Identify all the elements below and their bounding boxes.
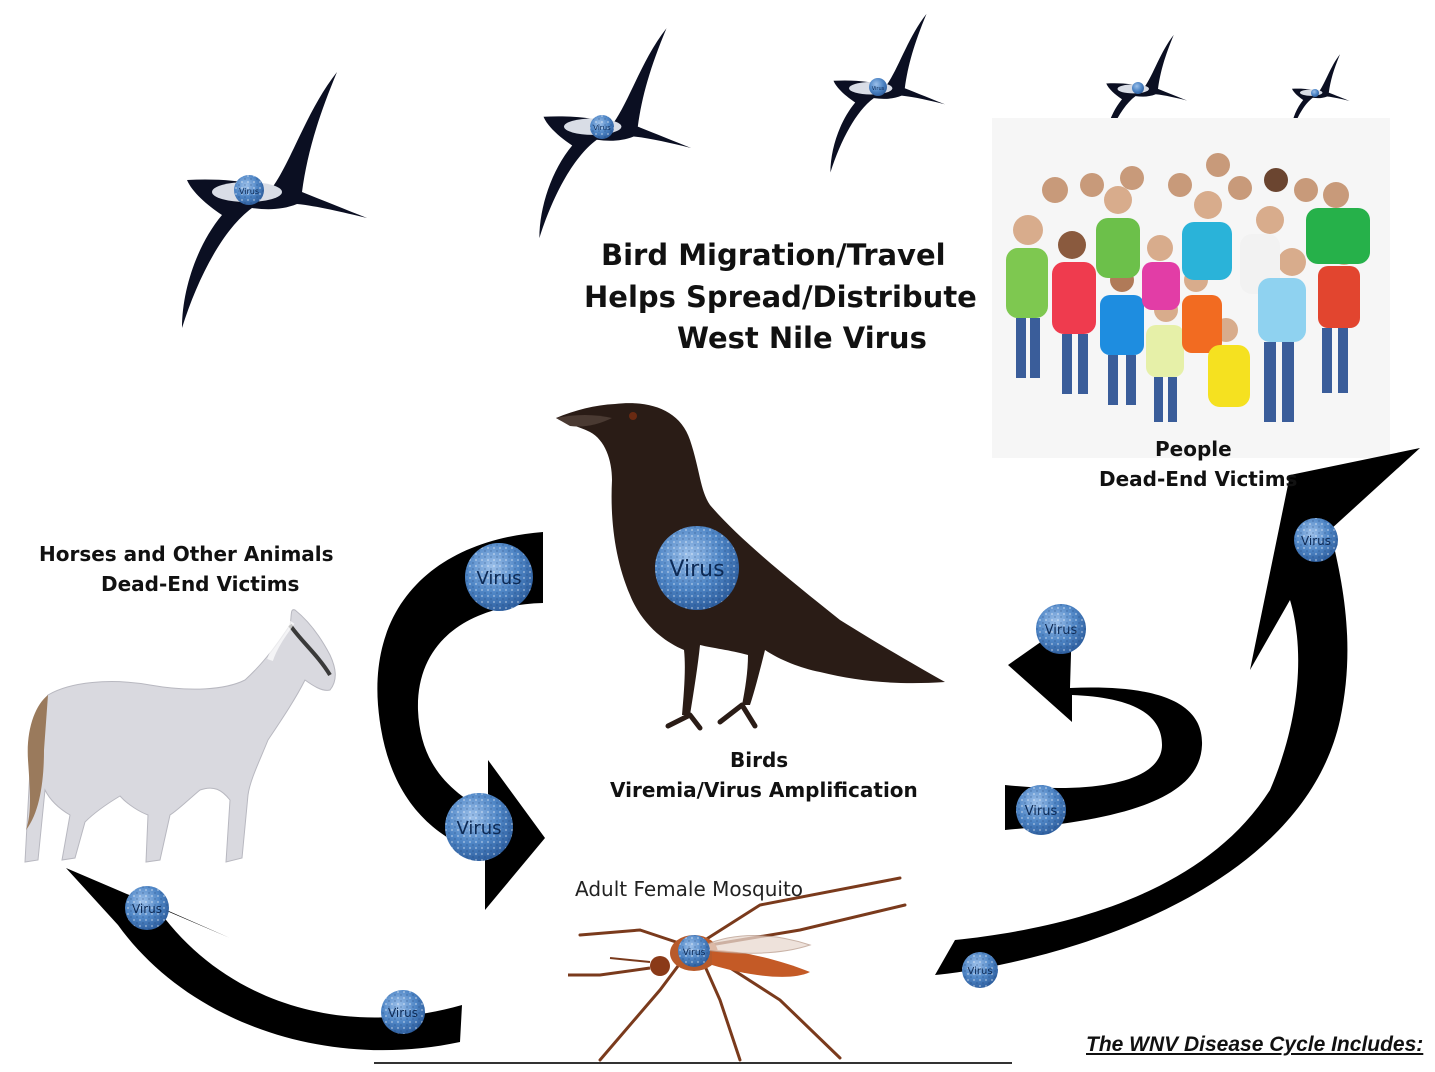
flying-bird-3 bbox=[830, 14, 945, 173]
virus-text: Virus bbox=[683, 948, 706, 958]
virus-badge-left-upper: Virus bbox=[465, 543, 533, 611]
virus-badge-horse-arrow-lower: Virus bbox=[381, 990, 425, 1034]
horses-label: Horses and Other Animals bbox=[39, 542, 334, 566]
flying-bird-1 bbox=[182, 72, 367, 328]
horse-illustration bbox=[25, 610, 335, 862]
virus-text: Virus bbox=[239, 187, 259, 196]
people-label: People bbox=[1155, 437, 1232, 461]
virus-text: Virus bbox=[1301, 534, 1331, 548]
virus-text: Virus bbox=[1045, 623, 1078, 638]
birds-label: Birds bbox=[730, 748, 788, 772]
virus-text: Virus bbox=[456, 818, 501, 839]
birds-sublabel: Viremia/Virus Amplification bbox=[610, 778, 918, 802]
virus-text: Virus bbox=[872, 86, 885, 92]
virus-badge-bird-5 bbox=[1311, 89, 1319, 97]
virus-badge-mosquito-right: Virus bbox=[962, 952, 998, 988]
virus-text: Virus bbox=[967, 966, 992, 977]
horses-sublabel: Dead-End Victims bbox=[101, 572, 299, 596]
virus-badge-u-lower: Virus bbox=[1016, 785, 1066, 835]
virus-text: Virus bbox=[132, 902, 162, 916]
people-group-illustration bbox=[992, 118, 1390, 458]
virus-badge-u-upper: Virus bbox=[1036, 604, 1086, 654]
virus-badge-bird-1: Virus bbox=[234, 175, 264, 205]
virus-badge-left-lower: Virus bbox=[445, 793, 513, 861]
title-line-2: Helps Spread/Distribute bbox=[584, 280, 977, 314]
virus-badge-mosquito: Virus bbox=[678, 935, 710, 967]
virus-badge-bird-4 bbox=[1132, 82, 1144, 94]
virus-text: Virus bbox=[593, 124, 611, 132]
virus-badge-crow: Virus bbox=[655, 526, 739, 610]
virus-text: Virus bbox=[388, 1006, 418, 1020]
virus-text: Virus bbox=[669, 557, 724, 582]
virus-badge-people-arrow: Virus bbox=[1294, 518, 1338, 562]
virus-text: Virus bbox=[476, 568, 521, 589]
virus-text: Virus bbox=[1025, 804, 1058, 819]
title-line-3: West Nile Virus bbox=[677, 321, 927, 355]
mosquito-illustration bbox=[568, 878, 905, 1060]
virus-badge-horse-arrow-upper: Virus bbox=[125, 886, 169, 930]
mosquito-label: Adult Female Mosquito bbox=[575, 877, 803, 901]
virus-badge-bird-3: Virus bbox=[869, 78, 887, 96]
virus-badge-bird-2: Virus bbox=[590, 115, 614, 139]
footer-caption: The WNV Disease Cycle Includes: bbox=[1086, 1033, 1423, 1057]
title-line-1: Bird Migration/Travel bbox=[601, 238, 946, 272]
people-sublabel: Dead-End Victims bbox=[1099, 467, 1297, 491]
crow-illustration bbox=[556, 403, 945, 728]
flying-bird-2 bbox=[539, 28, 691, 238]
